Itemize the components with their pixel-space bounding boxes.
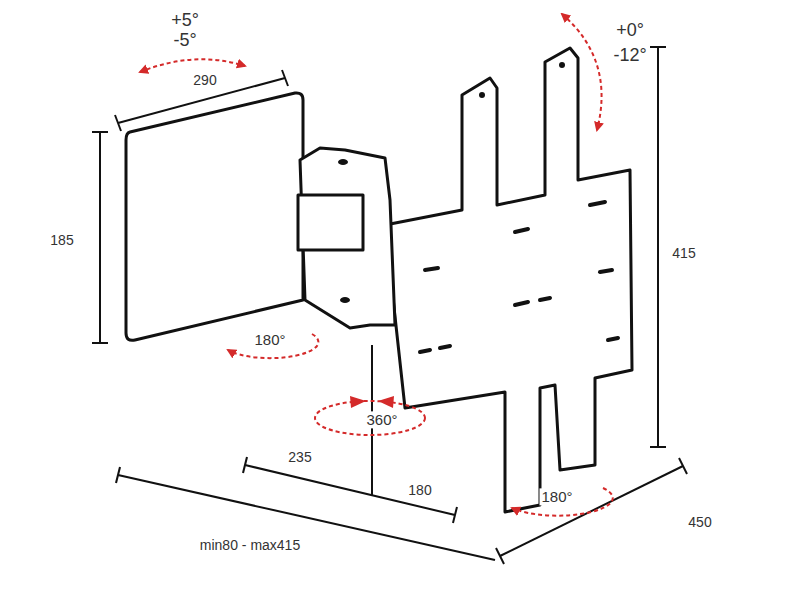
dimension-label: 290 bbox=[191, 72, 218, 88]
dimension-label: 415 bbox=[670, 245, 697, 261]
angle-label: 180° bbox=[252, 331, 287, 348]
angle-label: -5° bbox=[171, 30, 198, 51]
angle-label: +5° bbox=[169, 10, 201, 31]
plate-slots bbox=[420, 202, 618, 352]
dimension-lines bbox=[92, 47, 687, 564]
dimension-label: 185 bbox=[48, 232, 75, 248]
dimension-label: 450 bbox=[686, 514, 713, 530]
dimension-label: 180 bbox=[406, 482, 433, 498]
angle-label: 360° bbox=[364, 411, 399, 428]
dimension-label: min80 - max415 bbox=[198, 537, 302, 553]
dimension-label: 235 bbox=[286, 449, 313, 465]
angle-label: -12° bbox=[611, 45, 648, 66]
holes bbox=[338, 62, 565, 303]
arm-block bbox=[298, 195, 363, 250]
rotation-arrows bbox=[140, 14, 613, 516]
angle-label: +0° bbox=[614, 20, 646, 41]
tv-plate bbox=[126, 93, 303, 340]
wall-plate bbox=[385, 48, 632, 512]
mount-outline bbox=[126, 48, 632, 512]
rotation-heads bbox=[350, 396, 394, 408]
angle-label: 180° bbox=[539, 488, 574, 505]
